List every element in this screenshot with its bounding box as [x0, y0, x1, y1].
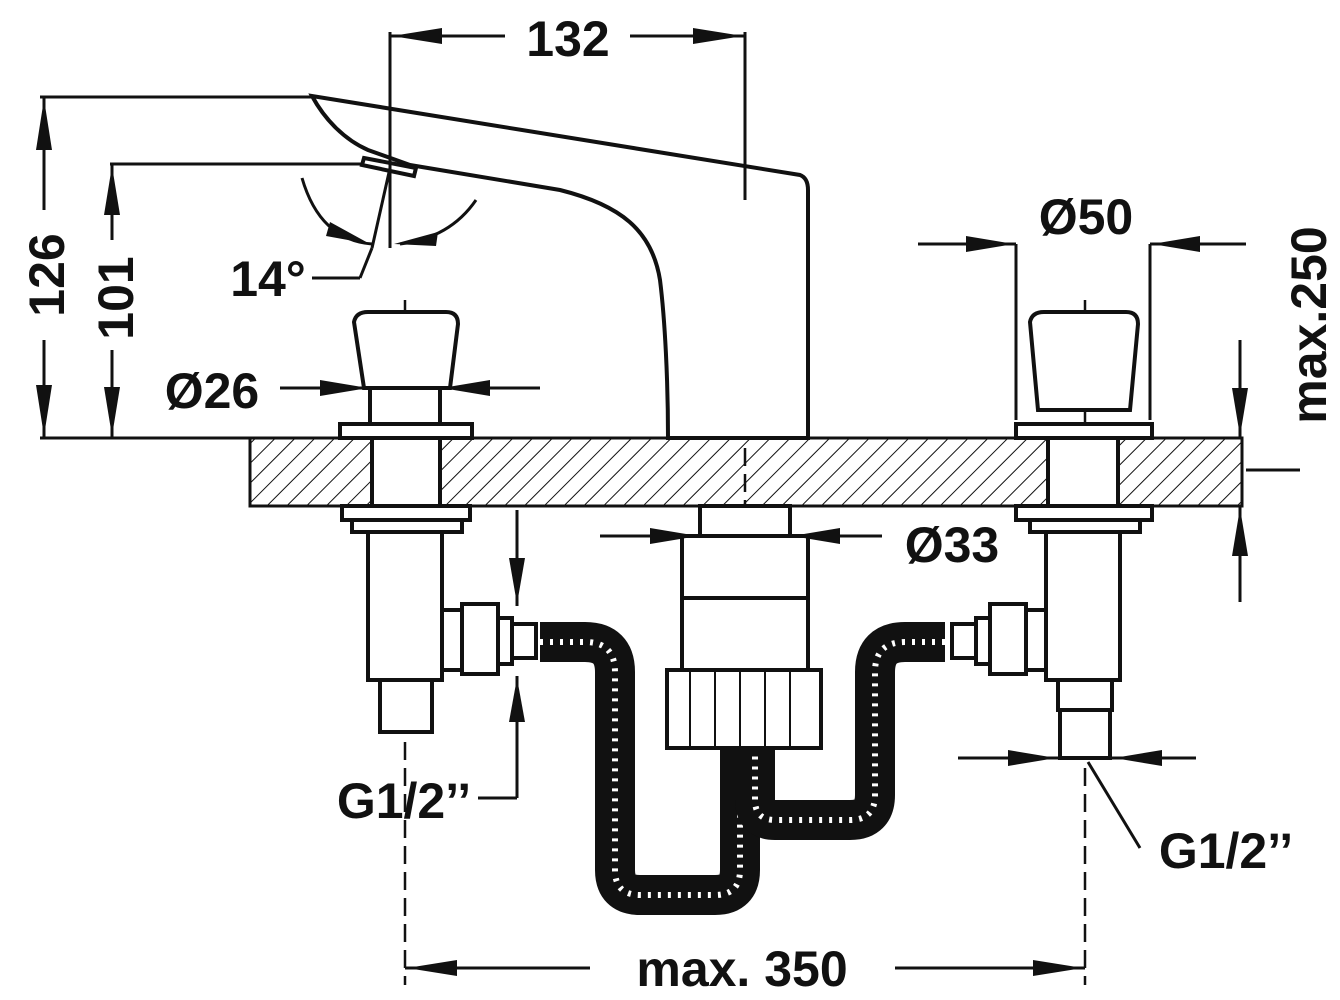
dimension-handle-base-diameter: Ø26 — [165, 363, 540, 419]
dimension-max-deck-thickness: max.250 — [1232, 226, 1337, 602]
spout-base-diameter-label: Ø33 — [905, 517, 1000, 573]
dimension-handle-diameter: Ø50 — [918, 189, 1246, 420]
left-handle-valve — [338, 310, 538, 734]
right-handle-valve — [950, 310, 1154, 760]
spout-angle-label: 14° — [230, 251, 306, 307]
spout — [308, 93, 823, 750]
max-spread-label: max. 350 — [636, 941, 847, 997]
dimension-spout-height: 126 — [19, 95, 345, 440]
dimension-spout-base-diameter: Ø33 — [600, 517, 999, 573]
dimension-inlet-thread-left: G1/2’’ — [337, 510, 525, 829]
outlet-height-label: 101 — [88, 256, 144, 339]
flexible-hoses — [540, 622, 945, 915]
dimension-max-spread: max. 350 — [405, 941, 1085, 997]
spout-height-label: 126 — [19, 233, 75, 316]
dimension-spout-angle: 14° — [230, 167, 478, 307]
spout-reach-label: 132 — [526, 11, 609, 67]
dimension-inlet-thread-right: G1/2’’ — [958, 750, 1293, 879]
dimension-outlet-height: 101 — [88, 162, 364, 438]
handle-base-diameter-label: Ø26 — [165, 363, 260, 419]
handle-diameter-label: Ø50 — [1039, 189, 1134, 245]
inlet-thread-right-label: G1/2’’ — [1159, 823, 1293, 879]
max-deck-thickness-label: max.250 — [1281, 226, 1337, 423]
inlet-thread-left-label: G1/2’’ — [337, 773, 471, 829]
